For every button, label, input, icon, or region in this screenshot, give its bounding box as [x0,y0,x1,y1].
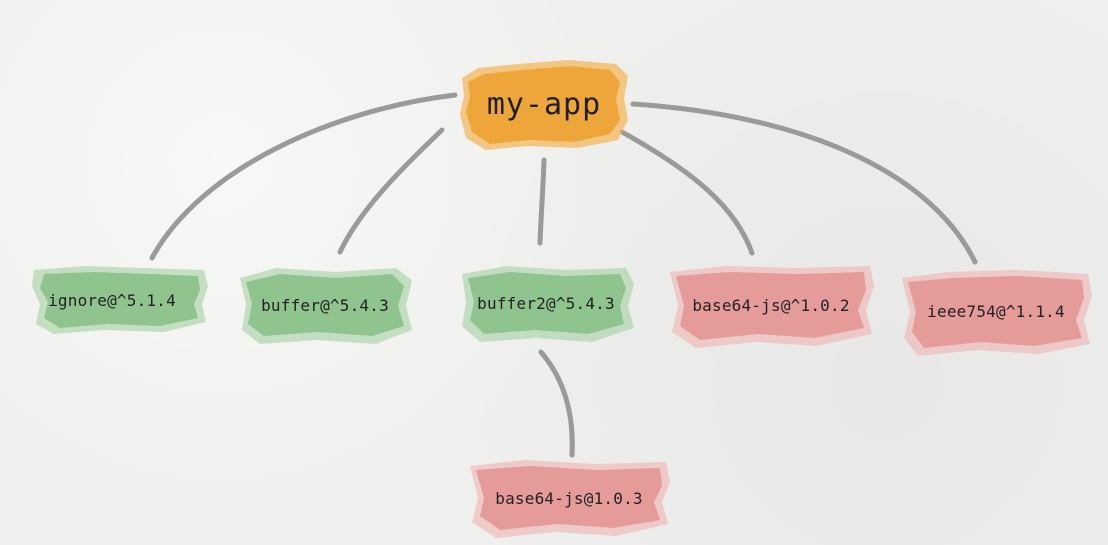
child-label-base64-js-caret: base64-js@^1.0.2 [692,295,850,315]
child-label-buffer2: buffer2@^5.4.3 [477,293,615,313]
node-my-app: my-app [458,58,630,150]
root-label: my-app [486,86,602,122]
green-highlight-shape [32,266,208,334]
child-label-ieee754: ieee754@^1.1.4 [927,301,1065,321]
edge-my-app-ieee754 [630,101,978,265]
node-base64-js-fixed: base64-js@1.0.3 [466,458,672,538]
red-highlight-shape [902,270,1092,356]
child-label-ignore: ignore@^5.1.4 [48,290,176,310]
edge-my-app-buffer2 [537,157,547,246]
edge-my-app-ignore [149,92,458,261]
red-highlight-shape [470,460,670,538]
green-highlight-shape [240,268,412,344]
node-base64-js-caret: base64-js@^1.0.2 [666,262,876,348]
edge-my-app-base64-js [619,129,755,256]
node-ieee754: ieee754@^1.1.4 [898,266,1094,356]
node-ignore: ignore@^5.1.4 [14,264,210,336]
child-label-buffer: buffer@^5.4.3 [261,295,389,315]
red-highlight-shape [670,266,874,348]
orange-highlight-shape [460,60,628,150]
edge-my-app-buffer [337,127,445,255]
node-buffer: buffer@^5.4.3 [236,264,414,346]
green-highlight-shape [462,266,634,342]
grandchild-label-base64-js: base64-js@1.0.3 [495,488,643,508]
node-buffer2: buffer2@^5.4.3 [456,262,636,344]
edge-buffer2-base64-js [538,349,575,458]
